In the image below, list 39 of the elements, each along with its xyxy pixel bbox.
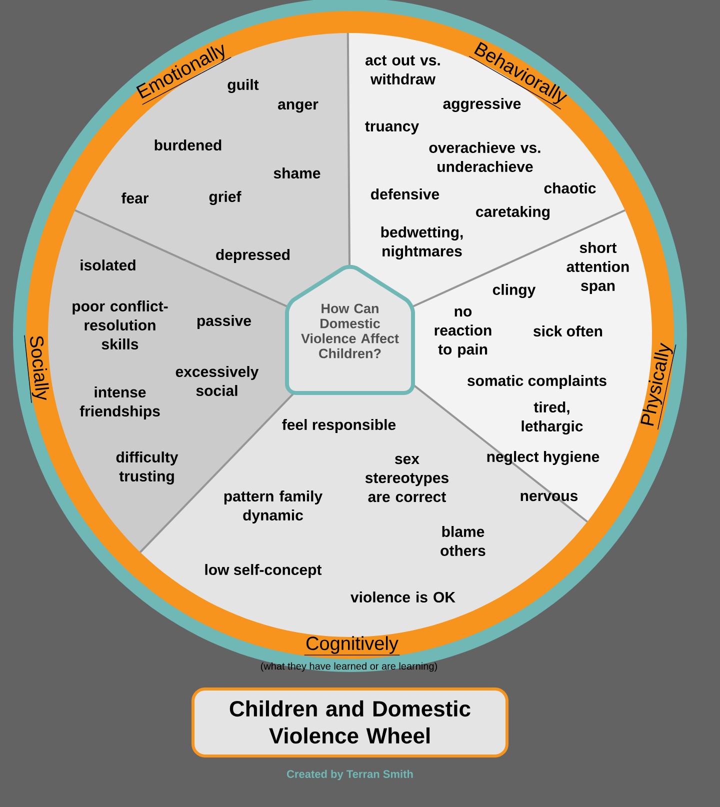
word-label: chaotic [544,182,596,194]
heading-note: (what they have learned or are learning) [260,662,437,672]
word-label: low self-concept [205,564,322,578]
word-label: poor conflict-resolution skills [72,300,168,350]
word-label: burdened [154,140,222,151]
word-label: short attention span [566,242,629,294]
ring-heading: Cognitively [304,636,400,656]
word-label: blame others [440,526,486,556]
word-label: nervous [520,492,578,502]
word-label: truancy [365,122,419,134]
word-label: excessively social [176,366,259,396]
word-label: fear [122,192,149,204]
word-label: bedwetting, nightmares [381,226,463,260]
word-label: no reaction to pain [434,308,492,358]
word-label: pattern family dynamic [224,490,322,524]
word-label: overachieve vs. underachieve [429,142,540,172]
word-label: difficulty trusting [116,451,178,485]
word-label: intense friendships [80,386,160,420]
title-box: Children and Domestic Violence Wheel [192,688,508,758]
word-label: anger [278,101,318,113]
word-label: caretaking [476,206,550,220]
ring-heading: Socially [24,334,50,404]
word-label: defensive [371,188,440,200]
word-label: tired, lethargic [522,401,583,435]
word-label: act out vs. withdraw [366,56,440,84]
word-label: somatic complaints [468,375,606,389]
word-label: feel responsible [282,419,396,433]
word-label: grief [209,190,242,206]
word-label: guilt [228,78,259,94]
word-label: depressed [216,249,290,263]
word-label: isolated [80,260,136,270]
word-label: sick often [534,326,602,336]
word-label: shame [274,168,320,178]
word-label: passive [197,315,251,329]
word-label: sex stereotypes are correct [365,456,448,502]
word-label: clingy [492,284,536,298]
credit-text: Created by Terran Smith [286,770,413,780]
word-label: violence is OK [350,592,456,602]
word-label: neglect hygiene [487,450,600,466]
